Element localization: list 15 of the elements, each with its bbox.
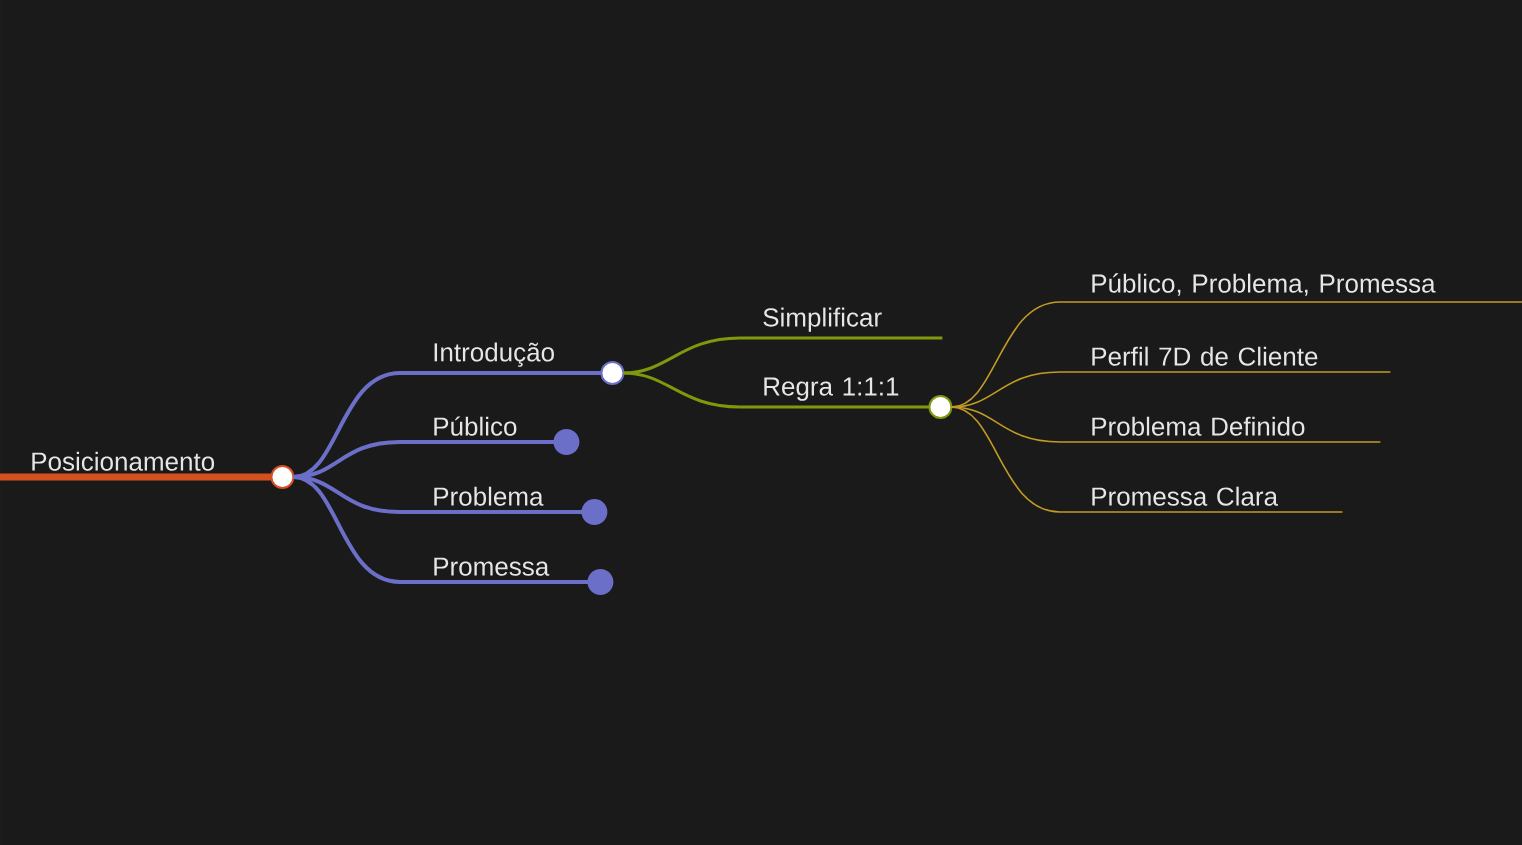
branch-curve	[950, 406, 1061, 513]
branch-curve	[623, 371, 741, 409]
branch-label: Problema	[400, 486, 608, 525]
branch-label: Regra 1:1:1	[740, 377, 953, 419]
branch-label: Promessa Clara	[1059, 486, 1344, 513]
branch-curve	[623, 336, 741, 375]
branch-label: Promessa	[400, 557, 614, 595]
branch-label: Perfil 7D de Cliente	[1059, 346, 1392, 373]
branch-curve	[293, 475, 401, 584]
branch-label: Problema Definido	[1059, 416, 1382, 443]
branch-label: Posicionamento	[0, 451, 295, 489]
branch-label: Simplificar	[740, 307, 943, 340]
branch-label: Público, Problema, Promessa	[1059, 273, 1522, 303]
branch-label: Público	[400, 416, 580, 455]
branch-label: Introdução	[400, 342, 625, 385]
